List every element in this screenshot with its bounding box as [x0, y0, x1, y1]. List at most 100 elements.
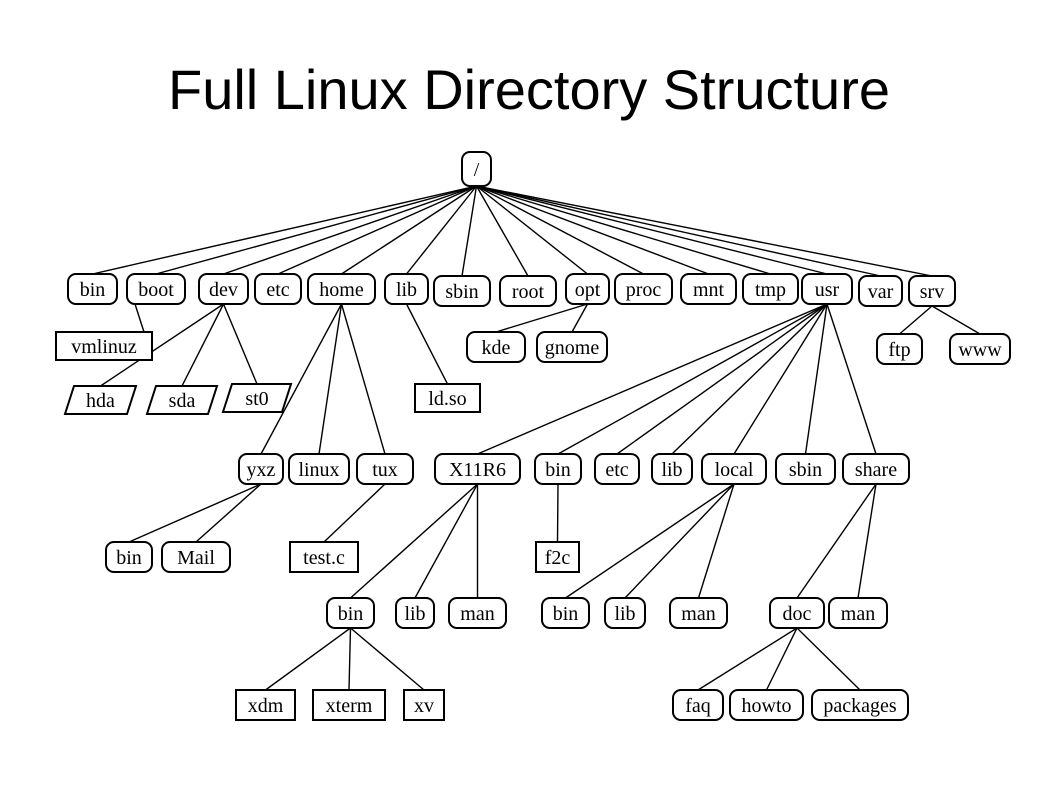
- dir-box-gnome: [536, 331, 608, 363]
- dir-node-l_man: man: [669, 597, 728, 629]
- dir-node-ldso: ld.so: [414, 383, 481, 413]
- dir-label-l_man: man: [681, 603, 715, 625]
- tree-edge-local-l_lib: [624, 483, 735, 599]
- dir-box-xterm: [312, 689, 386, 721]
- dir-node-yxz_bin: bin: [105, 541, 153, 573]
- dir-label-lib: lib: [396, 279, 417, 301]
- dir-node-x11r6: X11R6: [434, 453, 521, 485]
- dir-label-x_bin: bin: [338, 603, 364, 625]
- dir-box-f2c: [535, 541, 580, 573]
- dir-label-x11r6: X11R6: [449, 459, 506, 481]
- dir-label-bin: bin: [80, 279, 106, 301]
- dir-label-vmlinuz: vmlinuz: [71, 336, 137, 358]
- dir-box-xdm: [235, 689, 296, 721]
- dir-box-share: [842, 453, 910, 485]
- dir-box-home: [307, 273, 376, 305]
- dir-box-vmlinuz: [55, 331, 153, 361]
- dir-box-x_bin: [326, 597, 375, 629]
- dir-node-proc: proc: [614, 273, 673, 305]
- dir-box-l_lib: [604, 597, 646, 629]
- dir-label-mnt: mnt: [693, 279, 725, 301]
- dir-node-st0: st0: [221, 383, 293, 413]
- dir-node-yxz: yxz: [238, 453, 284, 485]
- dir-label-rootdir: root: [512, 281, 545, 303]
- dir-label-tmp: tmp: [755, 279, 786, 301]
- tree-edge-x11r6-x_lib: [414, 483, 479, 599]
- dir-node-bin: bin: [67, 273, 118, 305]
- dir-node-tmp: tmp: [742, 273, 799, 305]
- dir-label-sda: sda: [169, 390, 196, 412]
- tree-edge-x11r6-x_bin: [350, 483, 478, 599]
- dir-label-linux: linux: [298, 459, 339, 481]
- dir-node-x_lib: lib: [395, 597, 435, 629]
- dir-node-mnt: mnt: [680, 273, 737, 305]
- tree-edge-tux-testc: [323, 483, 386, 543]
- dir-label-ftp: ftp: [888, 339, 910, 361]
- tree-edge-share-s_man: [857, 483, 877, 599]
- tree-edge-doc-packages: [796, 627, 861, 691]
- dir-box-st0: [221, 383, 293, 413]
- dir-label-l_bin: bin: [553, 603, 579, 625]
- dir-box-xv: [403, 689, 445, 721]
- tree-edge-doc-faq: [697, 627, 798, 691]
- dir-node-faq: faq: [672, 689, 724, 721]
- dir-box-usr_lib: [651, 453, 693, 485]
- tree-edge-root-opt: [476, 185, 588, 275]
- dir-box-x_man: [448, 597, 507, 629]
- tree-edge-yxz-mail: [195, 483, 262, 543]
- tree-edge-share-doc: [796, 483, 877, 599]
- dir-box-sda: [145, 385, 219, 415]
- tree-edge-root-dev: [223, 185, 477, 275]
- dir-label-usr_etc: etc: [605, 459, 628, 481]
- dir-node-mail: Mail: [161, 541, 231, 573]
- tree-edge-local-l_man: [697, 483, 735, 599]
- tree-edge-root-etc: [277, 185, 477, 275]
- dir-node-xdm: xdm: [235, 689, 296, 721]
- dir-node-gnome: gnome: [536, 331, 608, 363]
- dir-label-xterm: xterm: [326, 695, 373, 717]
- dir-label-x_man: man: [460, 603, 494, 625]
- dir-node-vmlinuz: vmlinuz: [55, 331, 153, 361]
- tree-edge-x_bin-xv: [350, 627, 425, 691]
- dir-node-usr_lib: lib: [651, 453, 693, 485]
- tree-edge-local-l_bin: [565, 483, 735, 599]
- dir-label-usr_bin: bin: [545, 459, 571, 481]
- tree-edge-boot-vmlinuz: [134, 303, 145, 333]
- dir-node-sbin: sbin: [433, 275, 491, 307]
- dir-node-testc: test.c: [289, 541, 359, 573]
- dir-node-lib: lib: [384, 273, 429, 305]
- dir-box-rootdir: [499, 275, 557, 307]
- dir-box-yxz_bin: [105, 541, 153, 573]
- dir-box-doc: [769, 597, 825, 629]
- dir-label-hda: hda: [86, 390, 115, 412]
- dir-box-testc: [289, 541, 359, 573]
- dir-box-usr: [801, 273, 853, 305]
- tree-edge-home-linux: [318, 303, 343, 455]
- dir-label-www: www: [958, 339, 1002, 361]
- dir-node-doc: doc: [769, 597, 825, 629]
- dir-box-bin: [67, 273, 118, 305]
- dir-label-proc: proc: [626, 279, 662, 301]
- dir-label-srv: srv: [920, 281, 944, 303]
- dir-box-opt: [565, 273, 610, 305]
- dir-node-srv: srv: [908, 275, 956, 307]
- tree-edge-dev-st0: [222, 303, 258, 385]
- dir-node-usr_etc: etc: [594, 453, 640, 485]
- dir-label-tux: tux: [372, 459, 398, 481]
- tree-edge-root-usr: [476, 185, 828, 275]
- dir-box-local: [701, 453, 767, 485]
- dir-label-local: local: [715, 459, 754, 481]
- dir-box-mnt: [680, 273, 737, 305]
- dir-label-usr_sbin: sbin: [789, 459, 822, 481]
- dir-label-dev: dev: [209, 279, 238, 301]
- dir-box-faq: [672, 689, 724, 721]
- dir-label-s_man: man: [841, 603, 875, 625]
- dir-box-hda: [63, 385, 138, 415]
- tree-edge-root-lib: [405, 185, 478, 275]
- dir-box-dev: [198, 273, 249, 305]
- dir-label-share: share: [855, 459, 897, 481]
- dir-label-opt: opt: [575, 279, 601, 301]
- dir-node-dev: dev: [198, 273, 249, 305]
- dir-node-ftp: ftp: [876, 333, 923, 365]
- tree-edge-opt-gnome: [571, 303, 589, 333]
